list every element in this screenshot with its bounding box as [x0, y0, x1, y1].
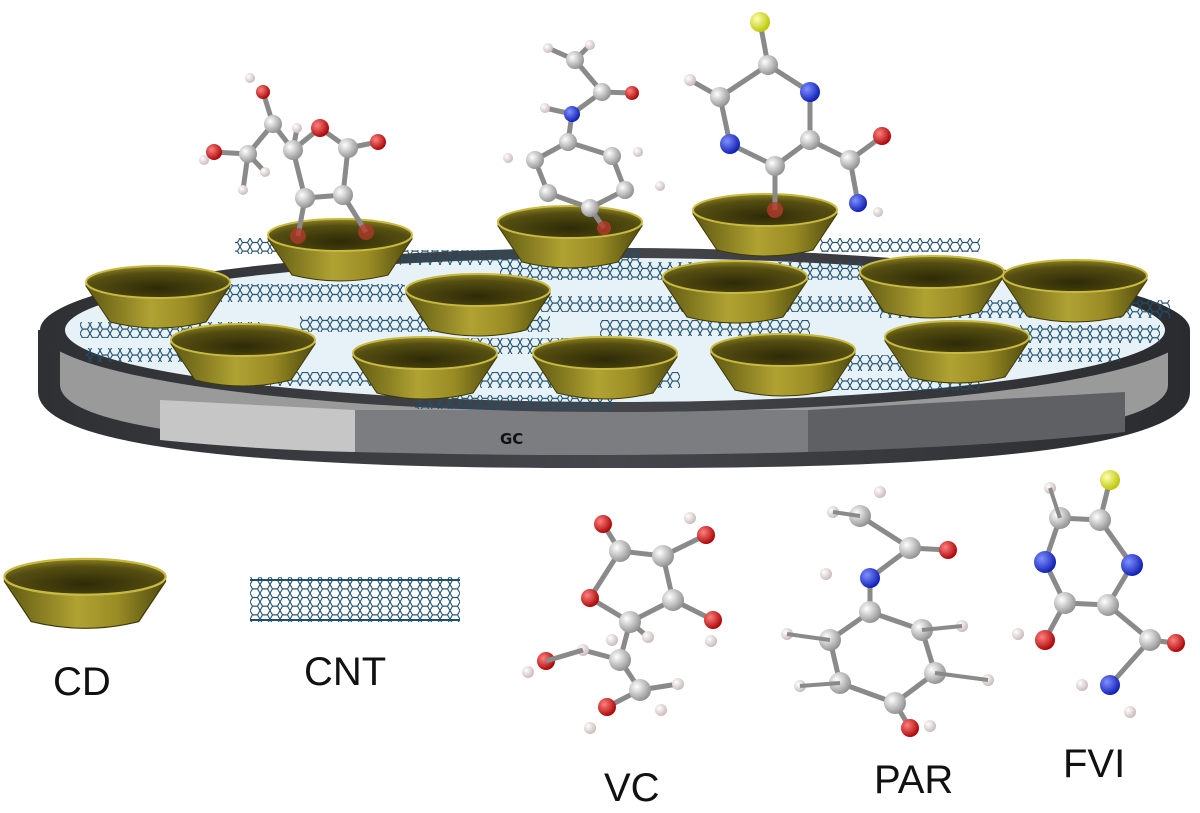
- electrode-label: GC: [500, 430, 524, 448]
- cd-cup: [532, 336, 678, 400]
- cd-cup: [859, 255, 1005, 319]
- cd-cup: [1002, 259, 1148, 323]
- legend-label-vc: VC: [604, 766, 660, 810]
- vc-molecule-bound: [199, 73, 386, 244]
- legend-cd-icon: [3, 557, 167, 630]
- cd-cup: [710, 333, 856, 397]
- legend-label-cd: CD: [53, 660, 111, 704]
- legend-par-molecule: [781, 486, 994, 737]
- par-molecule-bound: [503, 40, 665, 235]
- cd-cup: [267, 218, 413, 282]
- cd-cup: [662, 260, 808, 324]
- cd-cup: [884, 320, 1030, 384]
- cd-cup: [692, 193, 838, 257]
- legend-fvi-molecule: [1012, 470, 1185, 718]
- legend-cnt-icon: [250, 577, 460, 622]
- cd-cup: [85, 265, 231, 329]
- legend-label-par: PAR: [874, 758, 954, 802]
- cd-cup: [352, 336, 498, 400]
- legend-label-fvi: FVI: [1063, 742, 1126, 786]
- legend-label-cnt: CNT: [304, 650, 387, 694]
- fvi-molecule-bound: [684, 12, 891, 218]
- cd-cup: [497, 205, 643, 269]
- legend-vc-molecule: [522, 512, 722, 734]
- cd-cup: [170, 323, 316, 387]
- cd-cup: [405, 273, 551, 337]
